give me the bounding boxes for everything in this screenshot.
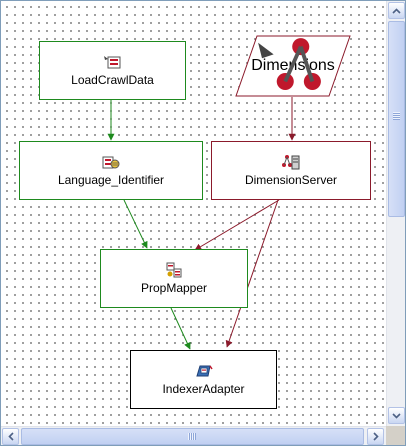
- scroll-up-button[interactable]: [388, 2, 405, 19]
- arrow-left-icon: [7, 432, 14, 441]
- node-label: IndexerAdapter: [162, 382, 245, 396]
- record-adapter-icon: [103, 56, 120, 69]
- vertical-scroll-thumb[interactable]: [388, 21, 405, 217]
- pipeline-canvas[interactable]: LoadCrawlData Dimensions: [1, 1, 386, 426]
- node-dimensionserver[interactable]: DimensionServer: [211, 141, 371, 200]
- node-propmapper[interactable]: PropMapper: [100, 249, 248, 308]
- scroll-down-button[interactable]: [388, 407, 405, 424]
- horizontal-scrollbar[interactable]: [1, 426, 386, 445]
- language-identifier-icon: [102, 156, 120, 169]
- edge-propmapper-to-indexeradapter: [170, 307, 191, 350]
- arrow-down-icon: [392, 412, 401, 419]
- horizontal-scroll-thumb[interactable]: [21, 428, 364, 445]
- scroll-grip-icon: [188, 433, 196, 440]
- arrow-up-icon: [392, 7, 401, 14]
- scroll-left-button[interactable]: [2, 428, 19, 445]
- node-loadcrawldata[interactable]: LoadCrawlData: [39, 41, 186, 100]
- scrollbar-corner: [386, 426, 405, 445]
- node-indexeradapter[interactable]: IndexerAdapter: [130, 350, 277, 409]
- property-mapper-icon: [166, 262, 182, 278]
- scroll-right-button[interactable]: [367, 428, 384, 445]
- scroll-grip-icon: [393, 112, 400, 120]
- arrow-right-icon: [372, 432, 379, 441]
- node-label: DimensionServer: [244, 173, 338, 187]
- node-dimensions[interactable]: Dimensions: [235, 35, 351, 97]
- indexer-adapter-icon: [195, 365, 213, 377]
- vertical-scrollbar[interactable]: [386, 1, 405, 426]
- node-language-identifier[interactable]: Language_Identifier: [19, 141, 203, 200]
- edge-dimensionserver-to-indexeradapter: [225, 199, 279, 348]
- node-label: Language_Identifier: [57, 173, 165, 187]
- dimension-adapter-icon: [258, 38, 321, 91]
- node-label: PropMapper: [140, 281, 208, 295]
- edge-dimensionserver-to-propmapper: [194, 199, 280, 251]
- edge-language-identifier-to-propmapper: [123, 199, 148, 249]
- node-label: LoadCrawlData: [71, 73, 154, 87]
- dimension-server-icon: [282, 155, 300, 170]
- pipeline-edges: [107, 97, 296, 350]
